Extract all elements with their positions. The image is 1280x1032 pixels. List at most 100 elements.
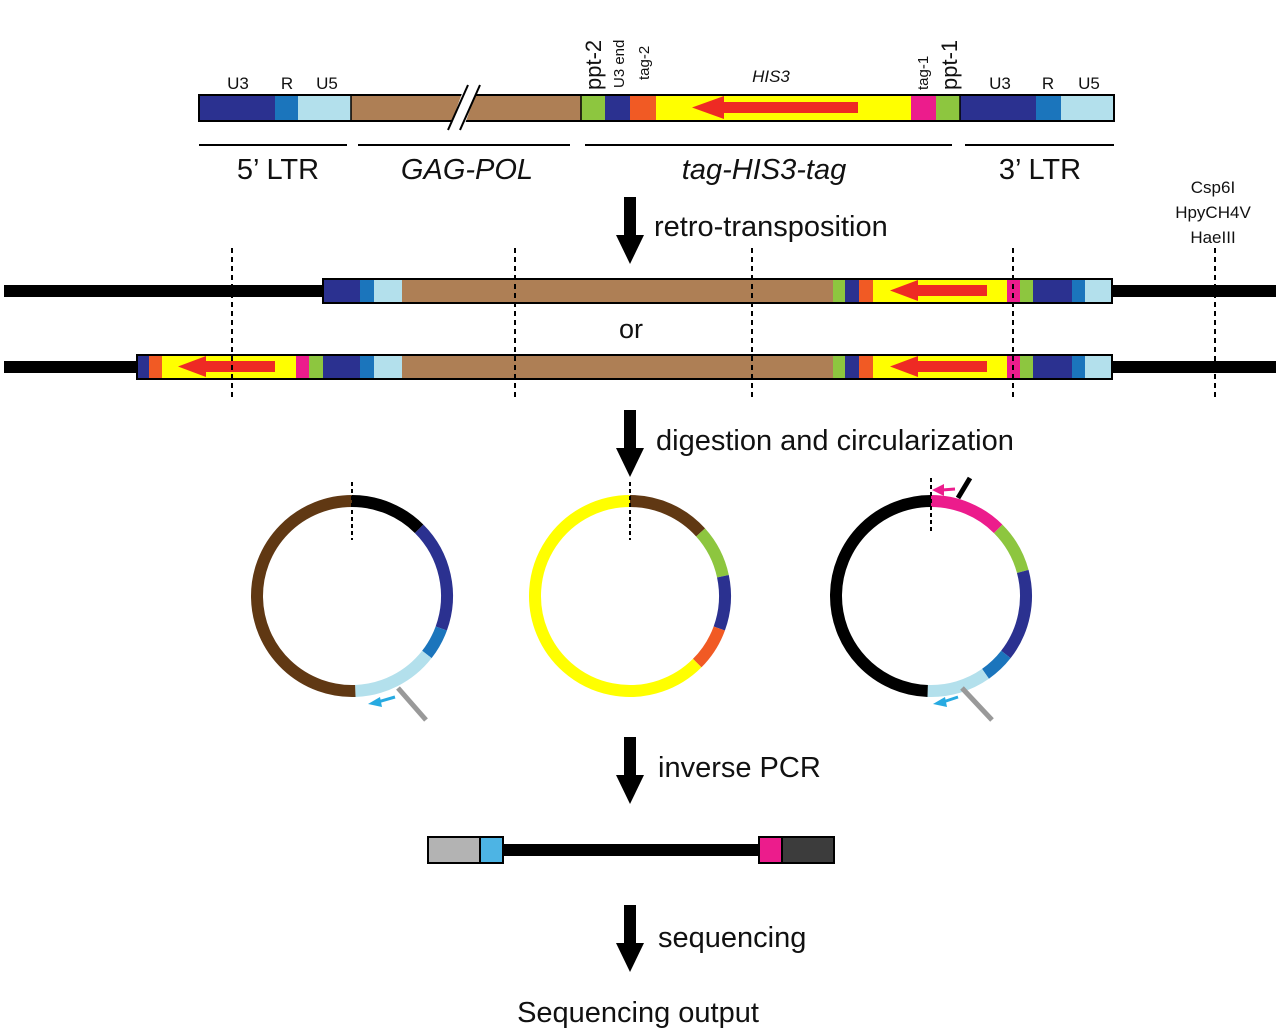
segment-r <box>360 355 374 379</box>
down-arrow-icon <box>616 410 644 477</box>
sequencing-output: Sequencing output <box>517 997 759 1029</box>
label-u3-end: U3 end <box>611 40 628 88</box>
step-sequencing: sequencing <box>658 922 806 954</box>
segment-ppt <box>833 279 845 303</box>
genomic-dna-left <box>4 285 324 297</box>
insertion-single <box>4 278 1276 304</box>
circle-cut-marks <box>351 478 932 540</box>
segment-arrow <box>178 356 206 377</box>
segment-tag2 <box>149 355 162 379</box>
segment-arrow <box>720 102 858 113</box>
segment-tag2 <box>630 95 656 121</box>
label-or: or <box>619 314 643 344</box>
circle2-arc-his3 <box>529 495 702 697</box>
segment-gagpol <box>402 355 833 379</box>
circle3-arc-u5 <box>927 668 989 697</box>
circle2-arc-u3 <box>713 575 731 631</box>
circle3-arc-genomic <box>830 495 932 697</box>
segment-ppt <box>309 355 323 379</box>
segment-u3-left <box>199 95 275 121</box>
circle3-arc-r <box>981 650 1011 679</box>
segment-u5 <box>374 279 402 303</box>
segment-ppt <box>1020 279 1033 303</box>
segment-u3 <box>323 279 360 303</box>
label-tag-his3-tag: tag-HIS3-tag <box>682 154 846 186</box>
segment-tag2 <box>859 355 873 379</box>
down-arrow-icon <box>616 905 644 972</box>
segment-u5 <box>1085 355 1112 379</box>
break-gap <box>449 88 478 128</box>
label-ppt2: ppt-2 <box>581 40 606 90</box>
segment-r <box>1072 279 1085 303</box>
segment-arrow <box>692 96 724 119</box>
circle1-arc-r <box>422 626 447 659</box>
segment-u3-end <box>605 95 630 121</box>
segment-u3 <box>1033 279 1072 303</box>
segment-r <box>1072 355 1085 379</box>
pcr-product <box>427 836 835 864</box>
label-gag-pol: GAG-POL <box>401 154 533 186</box>
label-r-right: R <box>1042 74 1054 93</box>
segment-r-left <box>275 95 298 121</box>
circle2-arc-ppt <box>696 528 729 578</box>
genomic-dna-right <box>1112 285 1276 297</box>
restriction-sites <box>231 248 1216 400</box>
his3-arrow-icon <box>692 96 858 119</box>
insertion-tandem <box>4 354 1276 380</box>
primer-circle-1 <box>368 686 428 722</box>
label-r-left: R <box>281 74 293 93</box>
segment-u3-right <box>960 95 1036 121</box>
segment-tag1 <box>296 355 309 379</box>
segment-arrow <box>890 356 918 377</box>
circle3-arc-ppt <box>993 524 1029 574</box>
label-u3-left: U3 <box>227 74 249 93</box>
enzyme-csp6i: Csp6I <box>1191 178 1235 197</box>
down-arrow-icon <box>616 197 644 264</box>
label-u5-right: U5 <box>1078 74 1100 93</box>
circle3-arc-tag1 <box>930 495 1003 534</box>
label-his3: HIS3 <box>752 67 790 86</box>
step-digestion: digestion and circularization <box>656 425 1014 457</box>
segment-r-right <box>1036 95 1061 121</box>
segment-ppt1 <box>936 95 960 121</box>
segment-ppt <box>1020 355 1033 379</box>
top-labels: U3 R U5 HIS3 U3 R U5 ppt-2 U3 end tag-2 … <box>227 40 1100 93</box>
down-arrow-icon <box>616 737 644 804</box>
circle1-arc-gagpol <box>251 495 356 697</box>
segment-u3 <box>1033 355 1072 379</box>
label-tag2: tag-2 <box>636 46 653 80</box>
break-mark <box>459 84 481 131</box>
segment-u5-left <box>298 95 351 121</box>
circle2-arc-tag2 <box>692 626 725 668</box>
label-3-ltr: 3’ LTR <box>999 154 1081 186</box>
construct-outline <box>198 94 1115 122</box>
enzyme-hpych4v: HpyCH4V <box>1175 203 1251 222</box>
segment-u5 <box>374 355 402 379</box>
his3-arrow-icon <box>890 280 987 301</box>
segment-gagpol <box>402 279 833 303</box>
his3-arrow-icon <box>890 356 987 377</box>
segment-arrow <box>203 361 275 372</box>
label-u5-left: U5 <box>316 74 338 93</box>
segment-arrow <box>915 285 987 296</box>
segment-ppt <box>833 355 845 379</box>
circle1-arc-u3 <box>414 524 453 631</box>
step-retro-transposition: retro-transposition <box>654 211 888 243</box>
label-u3-right: U3 <box>989 74 1011 93</box>
circles <box>251 495 1032 697</box>
segment-arrow <box>890 280 918 301</box>
segment-u3 <box>137 355 149 379</box>
label-5-ltr: 5’ LTR <box>237 154 319 186</box>
segment-r <box>360 279 374 303</box>
segment-tag1 <box>1007 279 1020 303</box>
label-ppt1: ppt-1 <box>937 40 962 90</box>
segment-u3 <box>323 355 360 379</box>
break-mark <box>447 84 469 131</box>
segment-tag1 <box>911 95 936 121</box>
step-inverse-pcr: inverse PCR <box>658 752 821 784</box>
segment-arrow <box>915 361 987 372</box>
segment-u5 <box>1085 279 1112 303</box>
segment-u3 <box>845 355 859 379</box>
circle1-arc-u5 <box>354 650 432 697</box>
